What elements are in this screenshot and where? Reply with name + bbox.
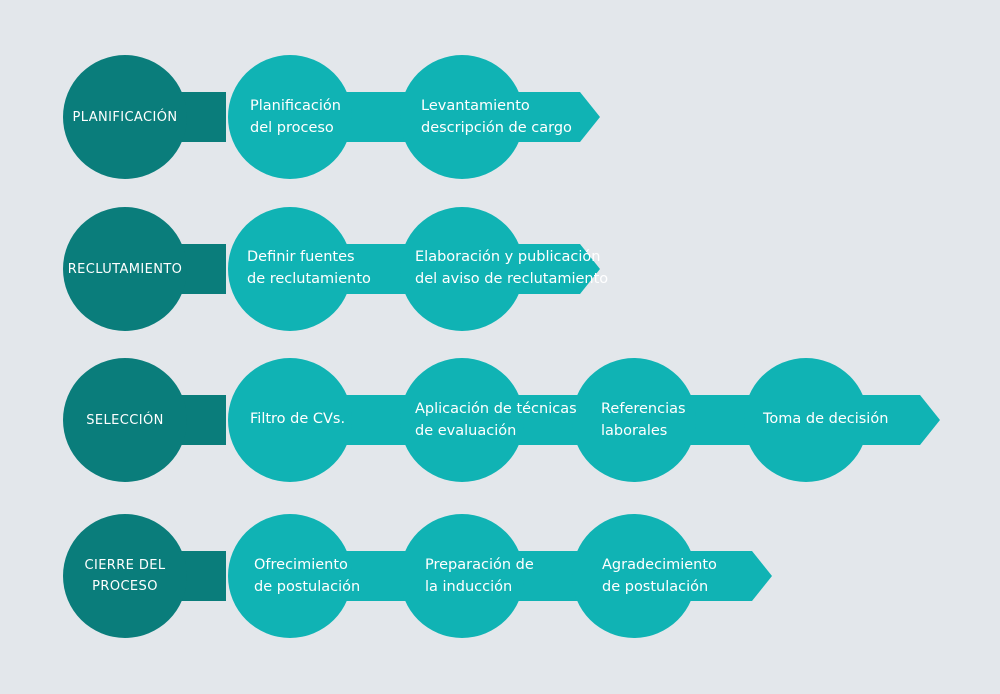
step-label: Filtro de CVs. xyxy=(250,411,346,427)
step-circle xyxy=(400,55,524,179)
step-circle xyxy=(572,514,696,638)
step-circle xyxy=(744,358,868,482)
stage-title: SELECCIÓN xyxy=(86,412,164,428)
step-circle xyxy=(400,514,524,638)
step-circle xyxy=(572,358,696,482)
step-circle xyxy=(400,207,524,331)
stage-circle: RECLUTAMIENTO xyxy=(63,207,187,331)
step-circle xyxy=(228,207,352,331)
step-circle xyxy=(400,358,524,482)
stage-circle: PLANIFICACIÓN xyxy=(63,55,187,179)
step-circle xyxy=(228,358,352,482)
stage-title: PLANIFICACIÓN xyxy=(72,109,178,125)
step-label: Toma de decisión xyxy=(763,411,889,427)
stage-row-seleccion: SELECCIÓN Filtro de CVs. Aplicación de t… xyxy=(0,358,1000,482)
stage-circle: SELECCIÓN xyxy=(63,358,187,482)
stage-title: RECLUTAMIENTO xyxy=(67,261,183,277)
step-circle xyxy=(228,55,352,179)
step-circle xyxy=(228,514,352,638)
